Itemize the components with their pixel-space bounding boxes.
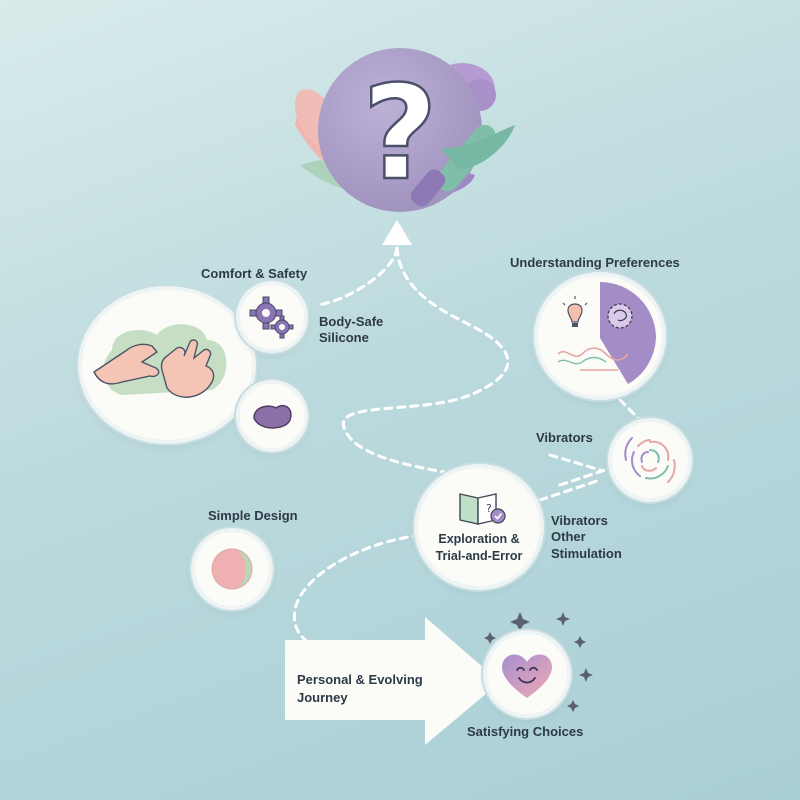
heart-node <box>487 634 567 714</box>
question-mark-icon: ? <box>362 57 437 209</box>
simple-design-label: Simple Design <box>208 508 298 523</box>
journey-label: Personal & Evolving Journey <box>297 672 423 705</box>
simple-design-node <box>195 532 269 606</box>
silicone-shape-icon <box>253 404 292 429</box>
vibrators-label: Vibrators <box>536 430 593 445</box>
gears-icon <box>249 296 294 339</box>
arrow-up-icon <box>382 220 412 245</box>
wand-icon <box>410 124 515 207</box>
gears-node <box>240 285 304 349</box>
circle-blend-icon <box>211 548 253 590</box>
satisfying-choices-label: Satisfying Choices <box>467 724 584 739</box>
check-icon <box>490 508 506 524</box>
hand-right-icon <box>160 339 215 398</box>
silicone-node <box>240 384 304 448</box>
smiling-heart-icon <box>502 654 552 698</box>
body-safe-silicone-label: Body-Safe Silicone <box>319 314 384 346</box>
exploration-label: Exploration & Trial-and-Error <box>435 532 523 563</box>
wave-icon <box>557 347 629 361</box>
comfort-safety-label: Comfort & Safety <box>201 266 308 281</box>
lightbulb-icon <box>562 296 588 327</box>
journey-arrow <box>285 617 500 745</box>
hand-left-icon <box>93 343 160 385</box>
svg-text:?: ? <box>486 502 492 515</box>
understanding-preferences-label: Understanding Preferences <box>510 255 680 270</box>
vibration-node <box>612 422 688 498</box>
spiral-icon <box>624 437 676 483</box>
preferences-node <box>538 276 662 396</box>
book-icon: ? <box>459 493 506 525</box>
vibrators-other-stimulation-label: Vibrators Other Stimulation <box>551 513 622 561</box>
brain-icon <box>607 303 633 329</box>
exploration-node: ? <box>418 468 540 586</box>
hands-node <box>82 290 252 440</box>
